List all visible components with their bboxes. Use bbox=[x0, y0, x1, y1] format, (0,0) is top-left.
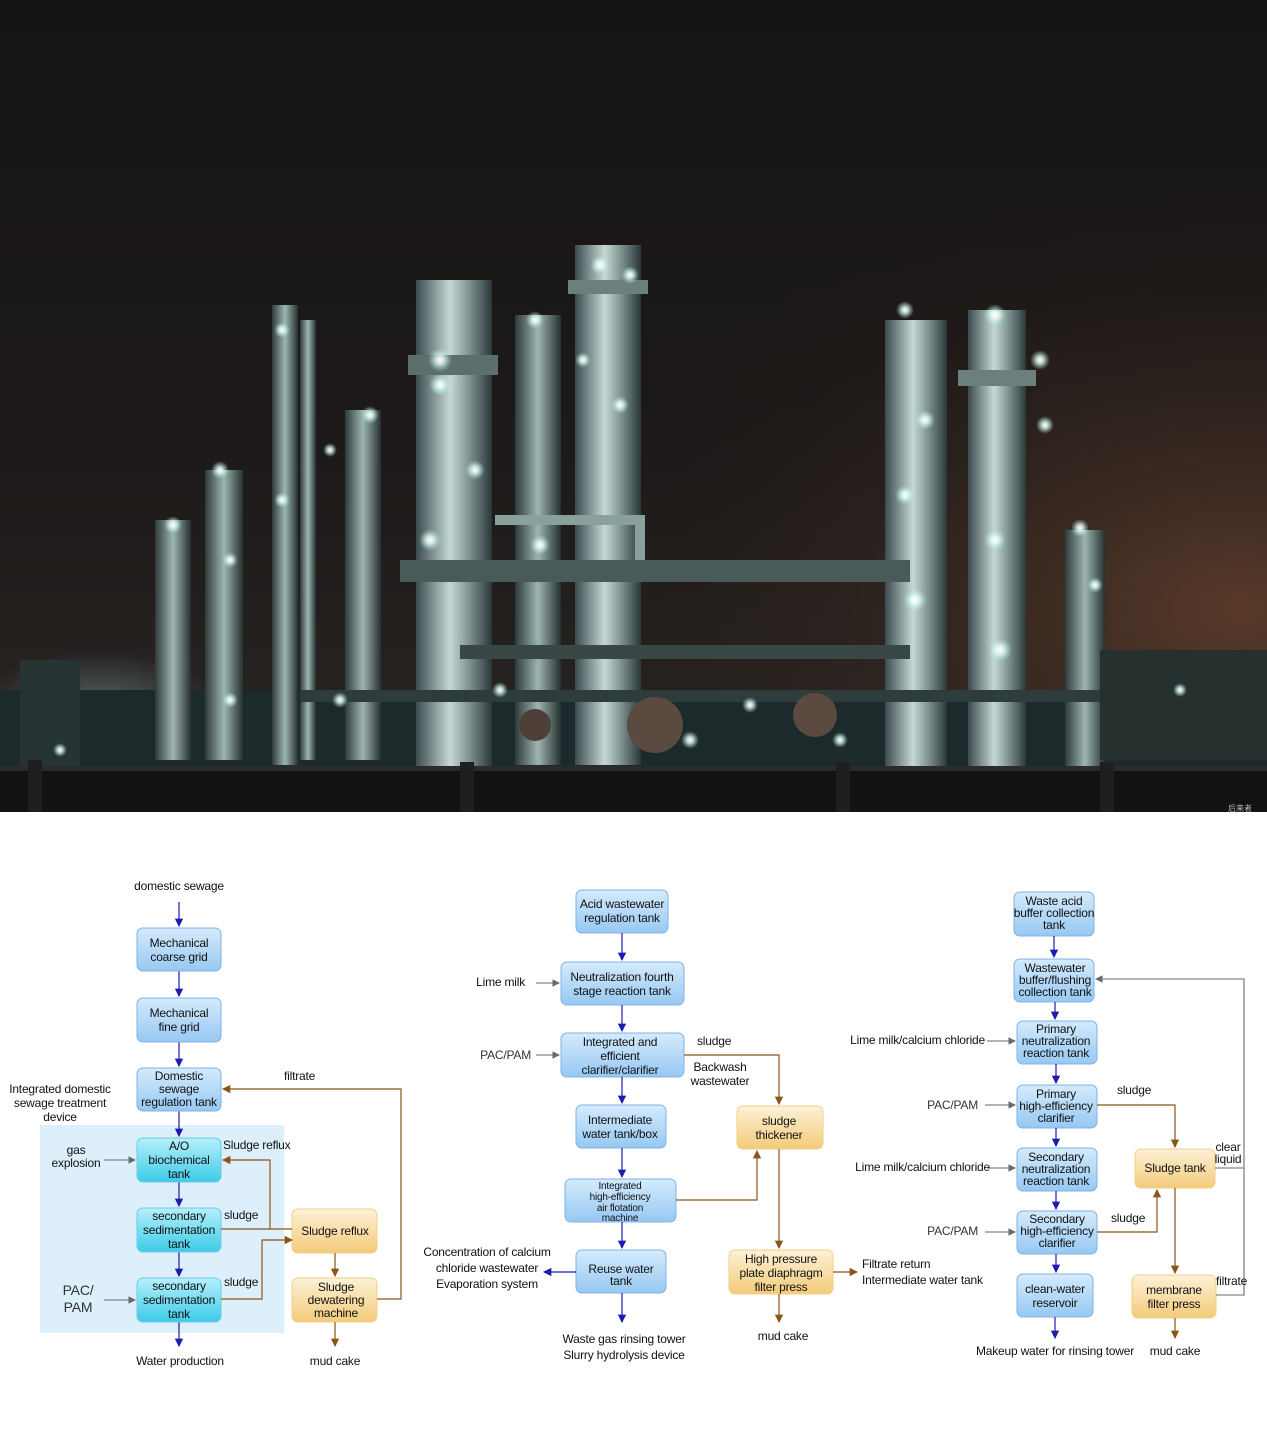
sludge-label: sludge bbox=[1117, 1083, 1152, 1097]
perimeter-fence bbox=[0, 760, 1267, 812]
lime-calcium-chloride-label: Lime milk/calcium chloride bbox=[850, 1033, 985, 1047]
sludge-label: sludge bbox=[224, 1208, 259, 1222]
sludge-line bbox=[1097, 1104, 1180, 1149]
sludge-line bbox=[684, 1054, 784, 1106]
mud-cake-label: mud cake bbox=[1150, 1344, 1201, 1358]
lime-calcium-chloride-label: Lime milk/calcium chloride bbox=[855, 1160, 990, 1174]
filtrate-label: filtrate bbox=[284, 1069, 316, 1083]
filtrate-line bbox=[221, 1084, 402, 1300]
pac-pam-label: PAC/PAM bbox=[927, 1098, 978, 1112]
pac-pam-label: PAC/PAM bbox=[927, 1224, 978, 1238]
sludge-reflux-label: Sludge reflux bbox=[223, 1138, 291, 1152]
sludge-line bbox=[1097, 1188, 1162, 1233]
mud-cake-label: mud cake bbox=[310, 1354, 361, 1368]
mud-cake-label: mud cake bbox=[758, 1329, 809, 1343]
sludge-tank-box: Sludge tank bbox=[1134, 1148, 1216, 1189]
sludge-line bbox=[676, 1149, 762, 1201]
sludge-reflux-box: Sludge reflux bbox=[291, 1208, 378, 1254]
plant-lights bbox=[53, 255, 1187, 757]
water-production-label: Water production bbox=[136, 1354, 224, 1368]
makeup-water-label: Makeup water for rinsing tower bbox=[976, 1344, 1134, 1358]
sludge-label: sludge bbox=[1111, 1211, 1146, 1225]
refinery-night-photo: 后来者 bbox=[0, 0, 1267, 812]
lime-milk-label: Lime milk bbox=[476, 975, 526, 989]
pac-pam-label: PAC/PAM bbox=[480, 1048, 531, 1062]
sludge-reflux-line bbox=[221, 1155, 271, 1229]
photo-signature: 后来者 bbox=[1228, 803, 1252, 812]
clear-liquid-return-line bbox=[1095, 975, 1245, 1169]
pac-pam-label: PAC/PAM bbox=[63, 1282, 94, 1315]
sludge-label: sludge bbox=[697, 1034, 732, 1048]
domestic-sewage-label: domestic sewage bbox=[134, 879, 224, 893]
sludge-label: sludge bbox=[224, 1275, 259, 1289]
sludge-line bbox=[221, 1235, 294, 1300]
svg-text:Sludge reflux: Sludge reflux bbox=[301, 1224, 369, 1238]
filtrate-label: filtrate bbox=[1216, 1274, 1248, 1288]
svg-text:Sludge tank: Sludge tank bbox=[1144, 1161, 1206, 1175]
filtrate-return-line bbox=[1216, 1168, 1245, 1296]
